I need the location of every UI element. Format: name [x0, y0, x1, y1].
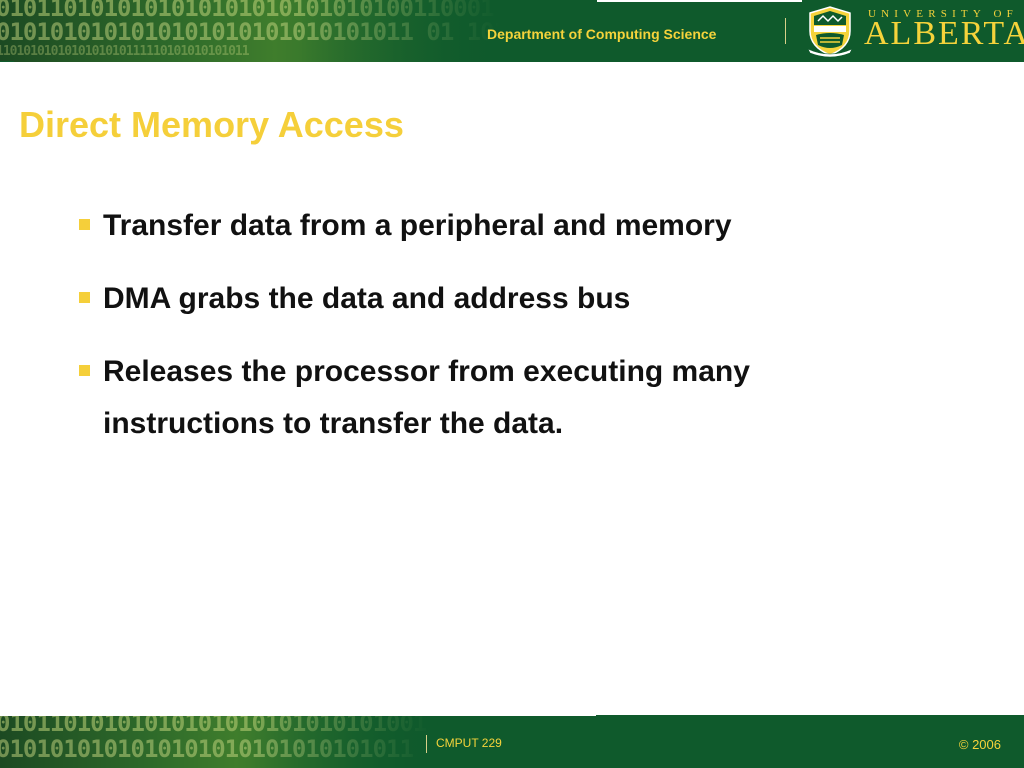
department-name: Department of Computing Science — [487, 26, 717, 42]
binary-row: 1101010101010101010111110101010101011 — [0, 44, 250, 59]
footer-divider — [426, 735, 427, 753]
university-label-small: UNIVERSITY OF — [868, 8, 1018, 20]
course-code: CMPUT 229 — [436, 736, 502, 750]
bullet-item: Releases the processor from executing ma… — [79, 346, 899, 450]
footer-accent-line — [0, 715, 596, 716]
corner-mark — [0, 61, 14, 62]
bullet-text: Transfer data from a peripheral and memo… — [103, 209, 732, 242]
bullet-item: DMA grabs the data and address bus — [79, 273, 899, 325]
square-bullet-icon — [79, 365, 90, 376]
bullet-text: DMA grabs the data and address bus — [103, 282, 631, 315]
binary-fade — [250, 715, 430, 768]
binary-fade — [300, 0, 500, 62]
university-crest-icon — [807, 6, 853, 57]
slide-title: Direct Memory Access — [19, 104, 404, 145]
header-divider — [785, 18, 786, 44]
bullet-text: Releases the processor from executing ma… — [103, 355, 750, 440]
square-bullet-icon — [79, 292, 90, 303]
header-bar: 0101101010101010101010101010100110001 10… — [0, 0, 1024, 62]
footer-bar: 0101101010101010101010101010100110001 10… — [0, 715, 1024, 768]
binary-pattern-decoration: 0101101010101010101010101010100110001 10… — [0, 0, 500, 62]
binary-pattern-decoration: 0101101010101010101010101010100110001 10… — [0, 715, 430, 768]
bullet-item: Transfer data from a peripheral and memo… — [79, 200, 899, 252]
square-bullet-icon — [79, 219, 90, 230]
bullet-list: Transfer data from a peripheral and memo… — [79, 200, 899, 471]
copyright-notice: © 2006 — [958, 737, 1001, 752]
university-label-large: ALBERTA — [864, 15, 1024, 52]
header-accent-line — [597, 0, 802, 2]
